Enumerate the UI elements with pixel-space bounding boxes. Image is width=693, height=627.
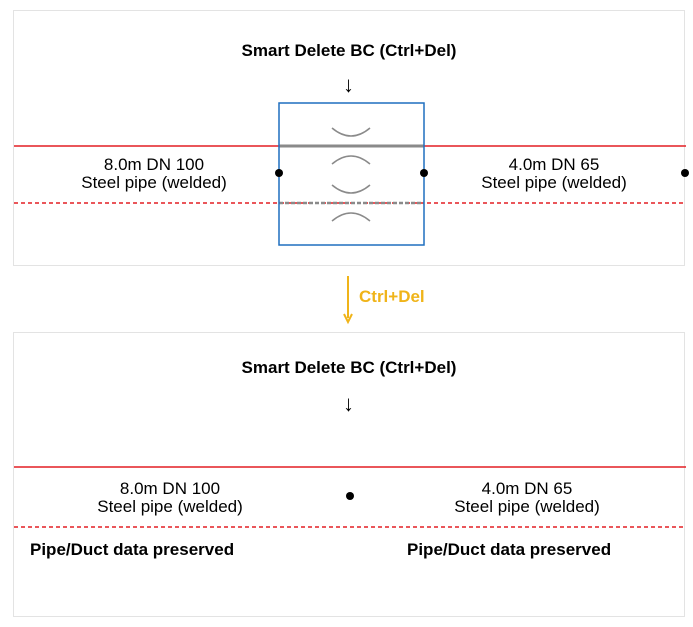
after-left-note: Pipe/Duct data preserved xyxy=(30,540,235,559)
after-left-pipe-material: Steel pipe (welded) xyxy=(97,497,243,516)
node-center[interactable] xyxy=(346,492,354,500)
after-left-pipe-length: 8.0m DN 100 xyxy=(119,479,221,498)
before-diagram xyxy=(14,102,689,246)
node-right[interactable] xyxy=(420,169,428,177)
before-down-arrow: ↓ xyxy=(343,72,354,97)
before-left-pipe-material: Steel pipe (welded) xyxy=(81,173,227,192)
after-right-note: Pipe/Duct data preserved xyxy=(407,540,612,559)
after-right-pipe-length: 4.0m DN 65 xyxy=(481,479,573,498)
before-left-pipe-length: 8.0m DN 100 xyxy=(103,155,205,174)
before-title: Smart Delete BC (Ctrl+Del) xyxy=(241,41,457,60)
flange-symbol-bottom xyxy=(331,184,371,222)
before-right-pipe-material: Steel pipe (welded) xyxy=(481,173,627,192)
after-title: Smart Delete BC (Ctrl+Del) xyxy=(241,358,457,377)
after-right-pipe-material: Steel pipe (welded) xyxy=(454,497,600,516)
node-left[interactable] xyxy=(275,169,283,177)
before-right-pipe-length: 4.0m DN 65 xyxy=(508,155,600,174)
after-panel: Smart Delete BC (Ctrl+Del) ↓ 8.0m DN 100… xyxy=(13,332,686,617)
transition-label: Ctrl+Del xyxy=(359,287,425,306)
flange-symbol-top xyxy=(331,127,371,165)
after-diagram xyxy=(14,466,686,528)
before-panel: Smart Delete BC (Ctrl+Del) ↓ 8.0m DN 100… xyxy=(13,10,689,266)
after-down-arrow: ↓ xyxy=(343,391,354,416)
node-far-right[interactable] xyxy=(681,169,689,177)
selection-box[interactable] xyxy=(278,102,425,246)
